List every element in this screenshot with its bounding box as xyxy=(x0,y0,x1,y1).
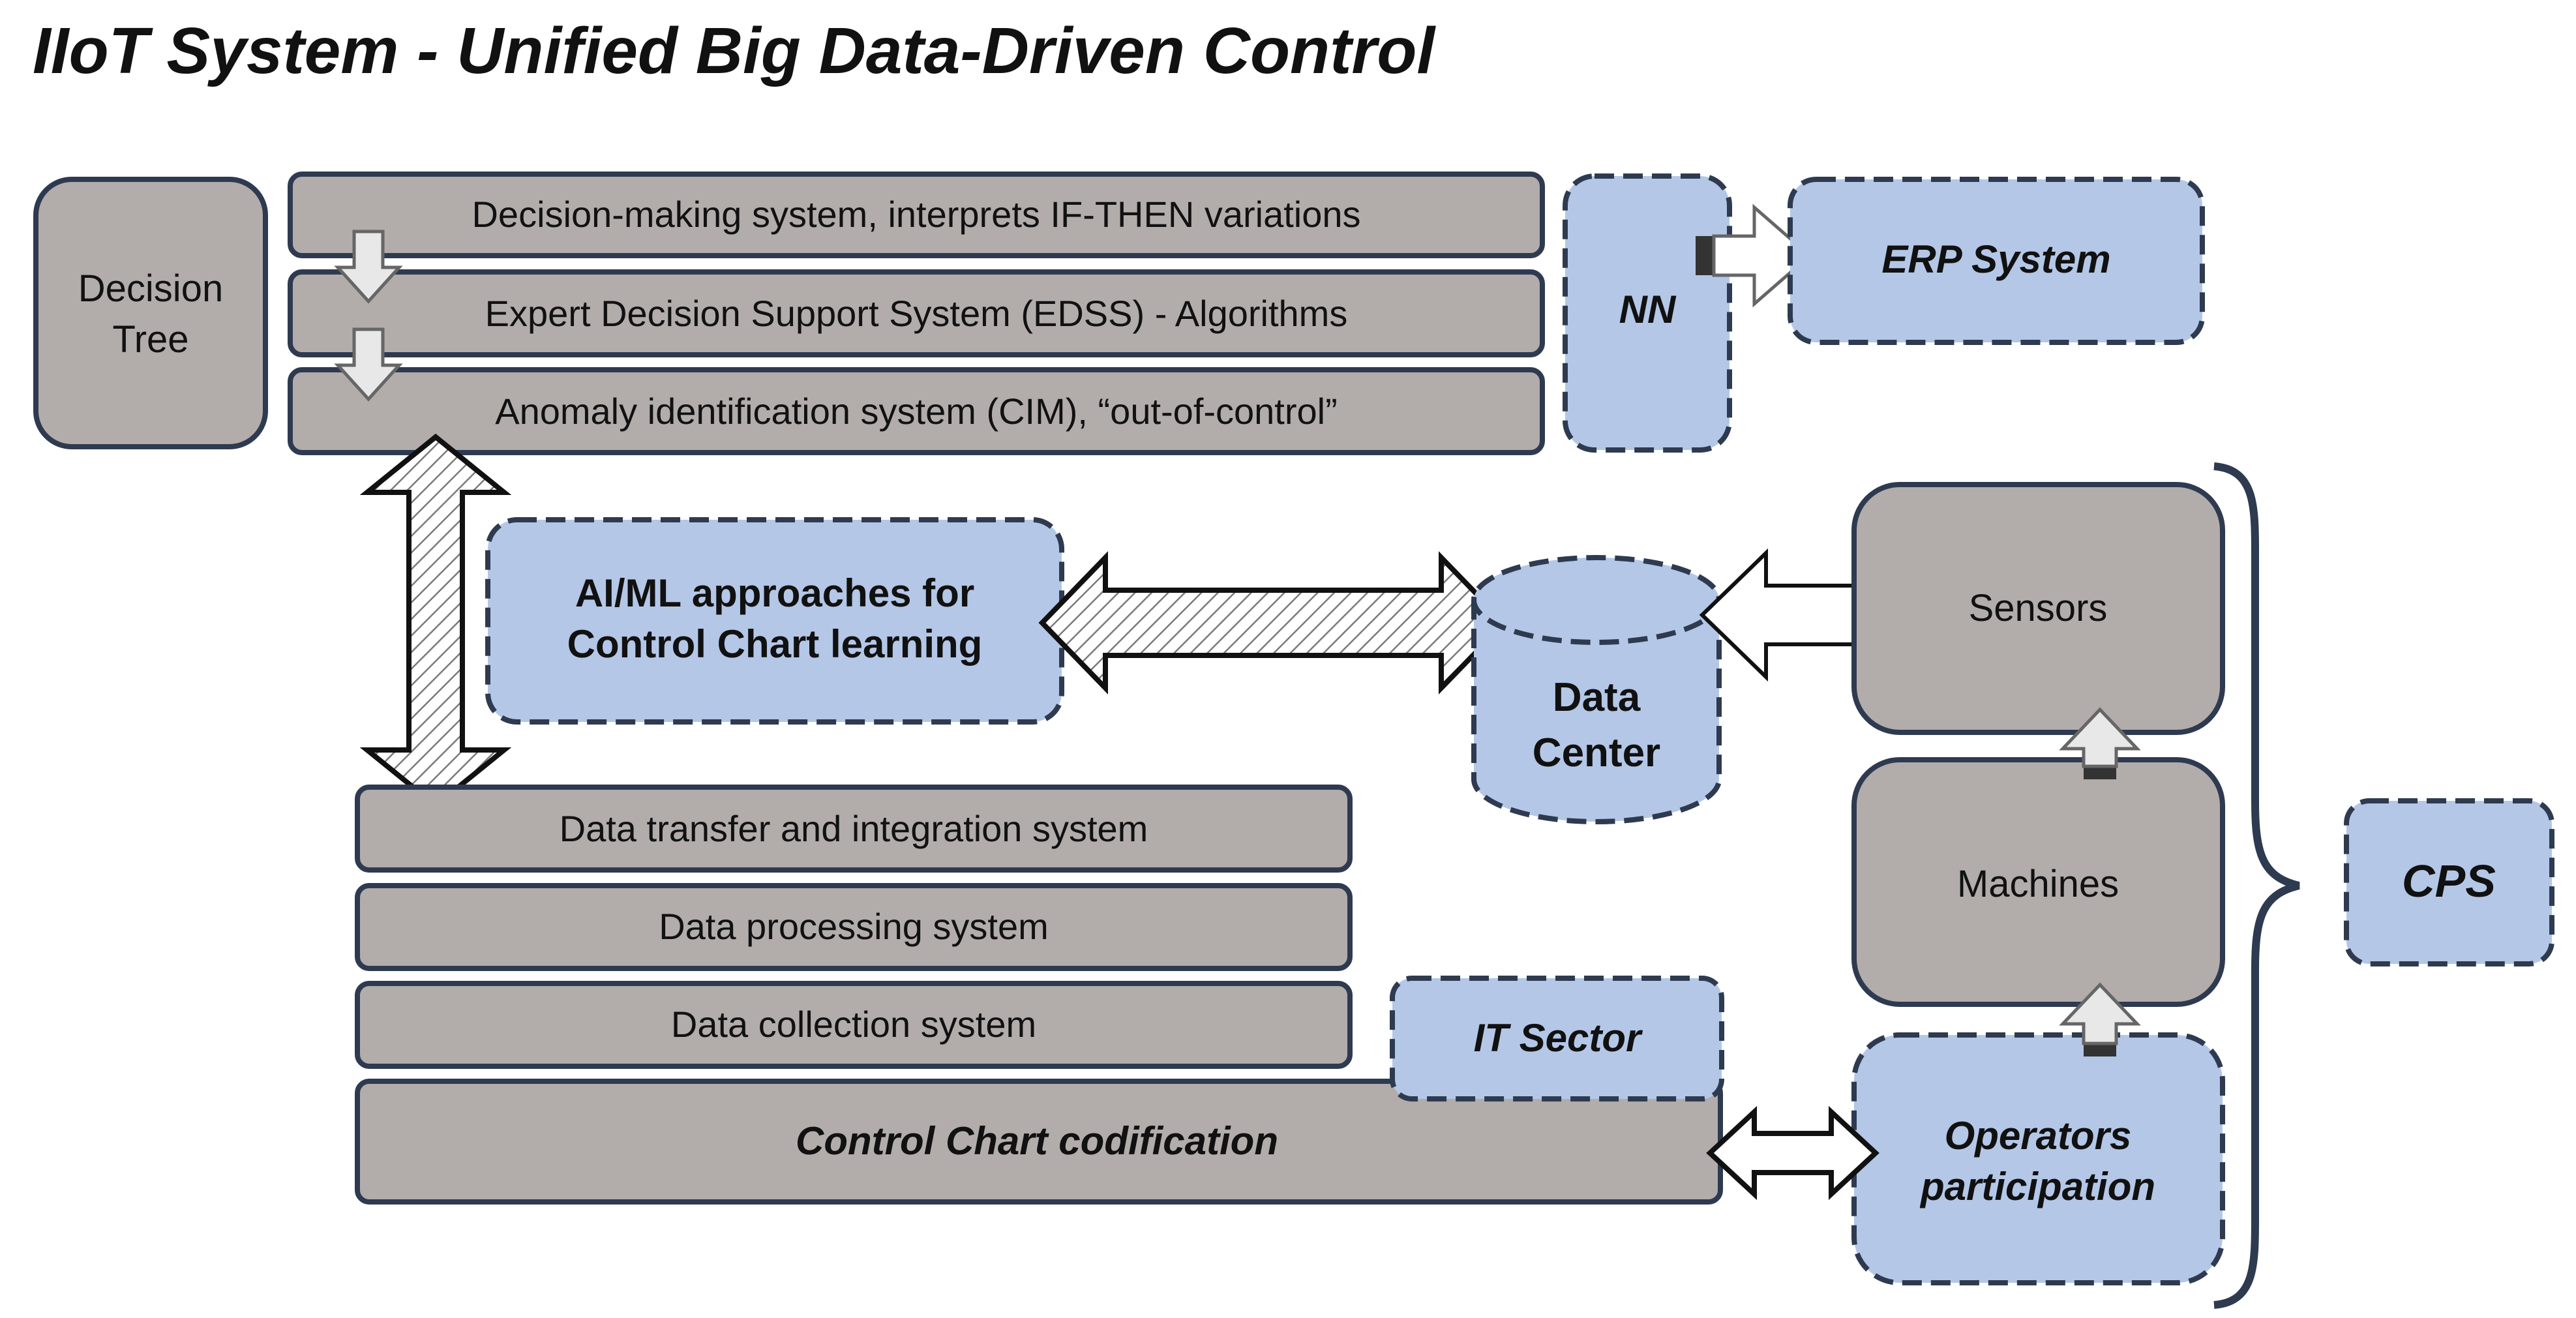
data-collection-box xyxy=(355,981,1353,1069)
ai-ml-label-line2: Control Chart learning xyxy=(567,622,983,666)
horizontal-double-arrow-icon xyxy=(1038,551,1508,695)
operators-participation-box xyxy=(1851,1032,2225,1285)
data-transfer-box xyxy=(355,785,1353,873)
right-arrow-icon-nn-erp xyxy=(1712,203,1812,308)
sensors-box xyxy=(1851,482,2225,735)
up-arrow-icon-machines-sensors xyxy=(2059,707,2141,768)
nn-label: NN xyxy=(1619,288,1677,331)
up-arrow-stripes-2 xyxy=(2084,1043,2116,1056)
nn-erp-arrow-stripes xyxy=(1696,236,1714,275)
diagram-title: IIoT System - Unified Big Data-Driven Co… xyxy=(33,14,1436,87)
edss-box xyxy=(288,269,1545,357)
operators-participation-label-line1: Operators xyxy=(1945,1114,2132,1158)
data-transfer-label: Data transfer and integration system xyxy=(560,808,1148,849)
anomaly-identification-label: Anomaly identification system (CIM), “ou… xyxy=(495,391,1338,432)
anomaly-identification-box xyxy=(288,367,1545,455)
down-arrow-icon-1 xyxy=(334,230,403,304)
sensors-label: Sensors xyxy=(1969,587,2108,629)
data-processing-label: Data processing system xyxy=(659,906,1049,947)
decision-tree-label-line2: Tree xyxy=(112,318,188,361)
ai-ml-box xyxy=(485,517,1064,725)
machines-box xyxy=(1851,757,2225,1007)
decision-tree-box xyxy=(33,177,268,449)
cps-label: CPS xyxy=(2402,856,2496,906)
left-arrow-icon-sensors-datacenter xyxy=(1699,548,1866,682)
machines-label: Machines xyxy=(1957,863,2119,905)
cps-box xyxy=(2344,798,2554,966)
erp-system-box xyxy=(1788,177,2205,345)
down-arrow-icon-2 xyxy=(334,327,403,402)
erp-system-label: ERP System xyxy=(1881,237,2110,281)
up-arrow-icon-operators-machines xyxy=(2059,982,2141,1045)
operators-participation-label-line2: participation xyxy=(1919,1165,2155,1208)
it-sector-box xyxy=(1390,976,1724,1101)
it-sector-label: IT Sector xyxy=(1474,1016,1643,1060)
cps-brace xyxy=(2213,462,2300,1309)
decision-tree-label-line1: Decision xyxy=(78,267,223,310)
edss-label: Expert Decision Support System (EDSS) - … xyxy=(485,293,1348,334)
horizontal-double-arrow-icon-operators xyxy=(1706,1105,1880,1201)
control-chart-codification-label: Control Chart codification xyxy=(796,1119,1278,1163)
decision-making-system-label: Decision-making system, interprets IF-TH… xyxy=(472,194,1360,235)
up-arrow-stripes-1 xyxy=(2084,766,2116,779)
data-center-cylinder xyxy=(1471,600,1722,824)
ai-ml-label-line1: AI/ML approaches for xyxy=(575,571,974,615)
nn-box xyxy=(1563,173,1732,453)
decision-making-system-box xyxy=(288,172,1545,258)
data-center-label-line2: Center xyxy=(1533,730,1660,775)
data-center-cylinder-top xyxy=(1471,555,1722,645)
data-processing-box xyxy=(355,883,1353,971)
data-center-label-line1: Data xyxy=(1553,675,1641,720)
data-collection-label: Data collection system xyxy=(671,1004,1036,1045)
vertical-double-arrow-icon xyxy=(359,433,512,809)
